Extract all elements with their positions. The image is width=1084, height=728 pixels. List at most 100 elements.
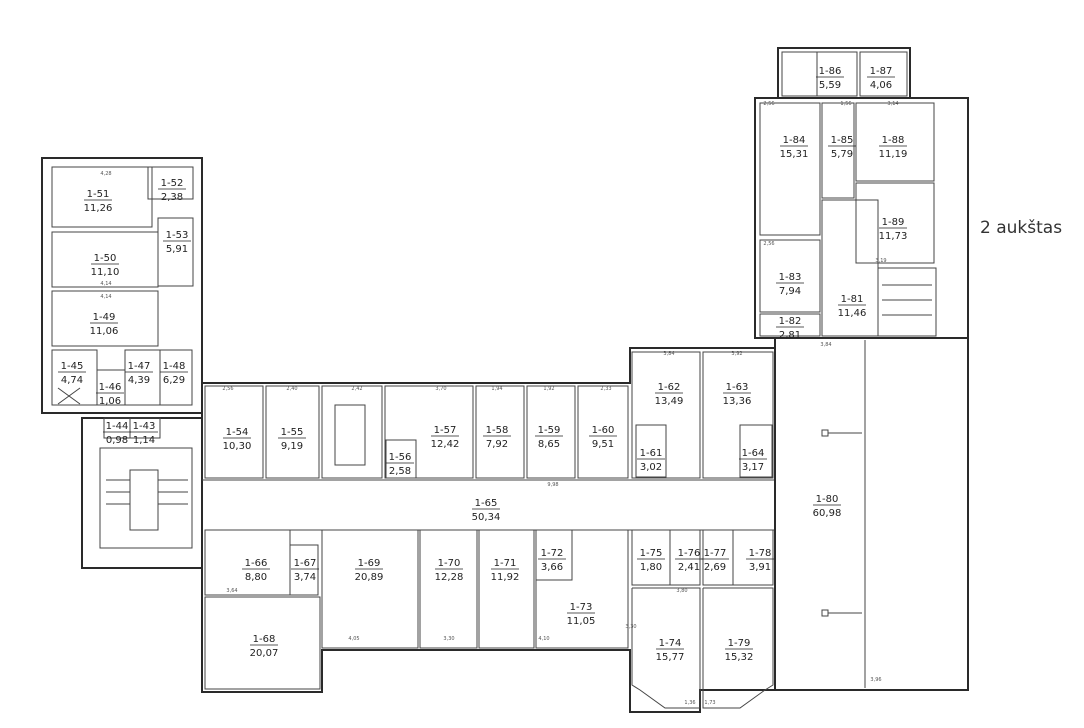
dimension-label: 4,14 [100, 294, 111, 300]
room-area: 50,34 [472, 512, 501, 523]
dimension-label: 3,14 [887, 101, 898, 107]
room-label-1-77: 1-77 2,69 [701, 548, 729, 573]
room-area: 8,65 [538, 439, 560, 450]
room-number: 1-58 [486, 425, 509, 436]
room-label-1-85: 1-855,79 [828, 135, 856, 160]
room-outline-1-63 [702, 351, 774, 479]
room-number: 1-64 [742, 448, 765, 459]
room-outline-1-60 [577, 385, 629, 479]
room-number: 1-68 [253, 634, 276, 645]
stairwell-outline [877, 267, 937, 337]
room-number: 1-89 [882, 217, 905, 228]
room-number: 1-57 [434, 425, 457, 436]
room-label-1-61: 1-61 3,02 [637, 448, 665, 473]
room-number: 1-88 [882, 135, 905, 146]
room-label-1-60: 1-609,51 [589, 425, 617, 450]
room-outline-1-48 [159, 349, 193, 406]
room-outline-1-69 [321, 529, 419, 649]
room-area: 3,17 [742, 462, 764, 473]
room-outline-1-56 [385, 439, 417, 479]
room-area: 13,36 [723, 396, 752, 407]
room-outline-1-68 [204, 596, 321, 690]
dimension-label: 2,33 [600, 386, 611, 392]
room-label-1-59: 1-598,65 [535, 425, 563, 450]
room-area: 7,92 [486, 439, 508, 450]
room-number: 1-74 [659, 638, 682, 649]
dimension-label: 3,19 [875, 258, 886, 264]
left-stair-block [81, 417, 203, 569]
room-label-1-43: 1-431,14 [130, 421, 158, 446]
room-label-1-58: 1-58 7,92 [483, 425, 511, 450]
room-label-1-86: 1-865,59 [816, 66, 844, 91]
room-outline-1-57 [384, 385, 474, 479]
room-number: 1-82 [779, 316, 802, 327]
room-area: 11,46 [838, 308, 867, 319]
room-label-1-78: 1-78 3,91 [746, 548, 774, 573]
room-number: 1-85 [831, 135, 854, 146]
room-area: 4,06 [870, 80, 892, 91]
room-outline-1-79 [702, 587, 774, 709]
room-number: 1-77 [704, 548, 727, 559]
column-marker [821, 429, 829, 437]
room-number: 1-60 [592, 425, 615, 436]
room-outline-1-86 [816, 51, 858, 97]
dimension-label: 2,40 [286, 386, 297, 392]
room-area: 20,07 [250, 648, 279, 659]
room-area: 15,31 [780, 149, 809, 160]
room-number: 1-48 [163, 361, 186, 372]
room-area: 3,74 [294, 572, 316, 583]
room-area: 3,02 [640, 462, 662, 473]
room-number: 1-66 [245, 558, 268, 569]
dimension-label: 9,98 [547, 482, 558, 488]
dimension-label: 1,92 [543, 386, 554, 392]
room-number: 1-71 [494, 558, 517, 569]
room-number: 1-47 [128, 361, 151, 372]
room-number: 1-69 [358, 558, 381, 569]
room-area: 15,77 [656, 652, 685, 663]
room-outline-1-76 [669, 529, 701, 586]
room-outline-1-61 [635, 424, 667, 478]
room-area: 3,91 [749, 562, 771, 573]
room-number: 1-78 [749, 548, 772, 559]
room-area: 1,06 [99, 396, 121, 407]
room-outline-1-85 [821, 102, 855, 199]
room-outline-1-55 [265, 385, 320, 479]
room-outline-1-49 [51, 290, 159, 347]
room-number: 1-63 [726, 382, 749, 393]
stairwell-outline [99, 447, 193, 549]
dimension-label: 3,64 [226, 588, 237, 594]
room-area: 2,38 [161, 192, 183, 203]
room-outline-1-67 [289, 544, 319, 596]
room-label-1-87: 1-874,06 [867, 66, 895, 91]
room-area: 2,69 [704, 562, 726, 573]
room-outline-1-62 [631, 351, 701, 479]
room-number: 1-54 [226, 427, 249, 438]
room-number: 1-75 [640, 548, 663, 559]
dimension-label: 1,94 [491, 386, 502, 392]
room-number: 1-70 [438, 558, 461, 569]
room-outline-1-87 [859, 51, 908, 97]
room-area: 13,49 [655, 396, 684, 407]
room-outline-1-59 [526, 385, 576, 479]
dimension-label: 4,10 [538, 636, 549, 642]
shaft-cross [57, 387, 81, 405]
room-outline-1-83 [759, 239, 821, 313]
central-wing [201, 347, 776, 713]
room-number: 1-61 [640, 448, 663, 459]
room-area: 1,80 [640, 562, 662, 573]
stair-hall-outline [321, 385, 383, 479]
room-number: 1-79 [728, 638, 751, 649]
